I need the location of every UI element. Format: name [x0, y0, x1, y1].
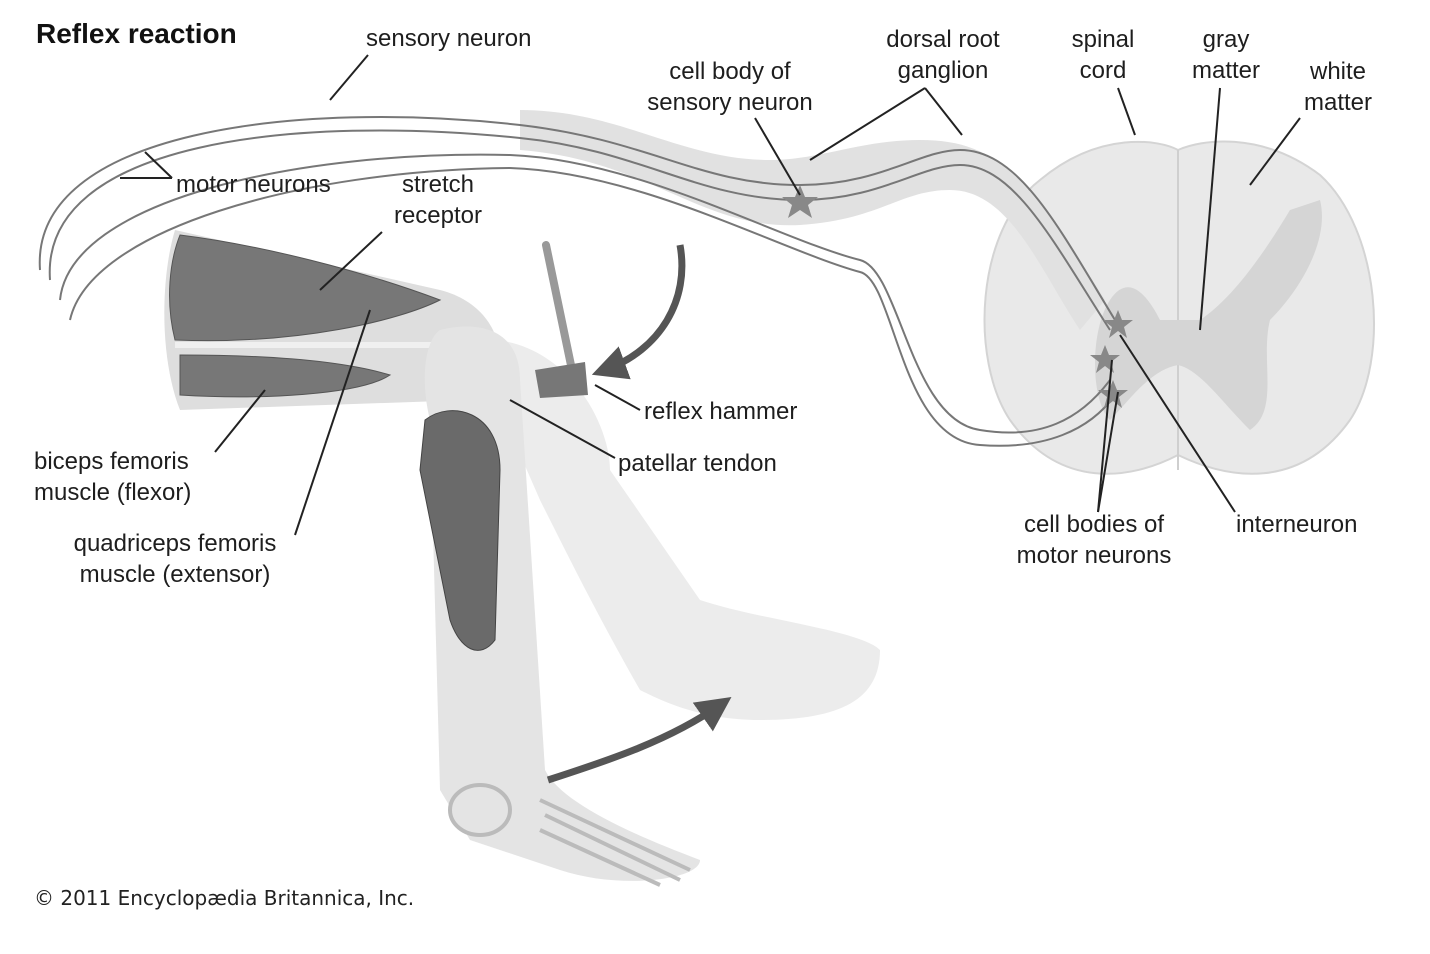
label-spinal-cord: spinal cord [1071, 26, 1135, 84]
copyright-notice: © 2011 Encyclopædia Britannica, Inc. [34, 886, 415, 910]
label-interneuron: interneuron [1236, 511, 1358, 538]
label-gray-matter: gray matter [1191, 26, 1260, 84]
foot-bones [448, 783, 691, 887]
nerve-fibers [38, 116, 1116, 447]
leader-lines [120, 54, 1301, 536]
gray-matter [1095, 200, 1322, 430]
label-dorsal-root-ganglion: dorsal root ganglion [886, 26, 1000, 84]
hammer-strike-arrow [591, 244, 686, 380]
leg-kick-arrow [546, 696, 732, 784]
diagram-title: Reflex reaction [36, 18, 237, 49]
label-patellar-tendon: patellar tendon [618, 450, 777, 477]
label-motor-cell-bodies: cell bodies of motor neurons [1016, 511, 1172, 569]
biceps-muscle [179, 354, 392, 398]
sensory-cell-body [782, 185, 818, 218]
reflex-hammer [535, 241, 588, 398]
quadriceps-muscle [169, 234, 442, 342]
label-quadriceps-femoris: quadriceps femoris muscle (extensor) [73, 530, 277, 588]
label-sensory-neuron: sensory neuron [366, 25, 532, 52]
motor-cell-bodies [1090, 310, 1133, 408]
label-stretch-receptor: stretch receptor [393, 171, 483, 229]
label-cell-body-sensory: cell body of sensory neuron [647, 58, 813, 116]
label-white-matter: white matter [1303, 58, 1372, 116]
calf-muscle [419, 410, 501, 651]
label-reflex-hammer: reflex hammer [644, 398, 798, 425]
label-motor-neurons: motor neurons [176, 171, 331, 198]
spinal-cord [983, 140, 1375, 475]
label-biceps-femoris: biceps femoris muscle (flexor) [34, 448, 192, 506]
